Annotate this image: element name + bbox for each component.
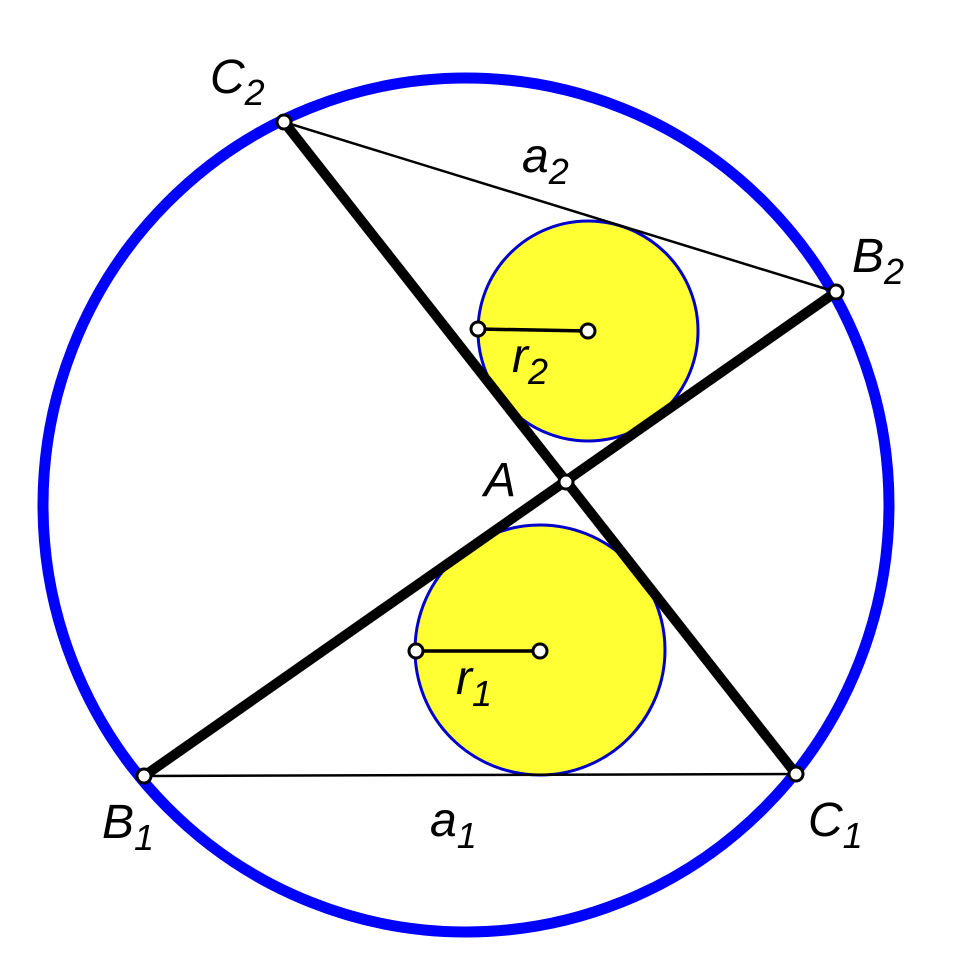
- label-r1: r1: [456, 652, 492, 714]
- label-C2: C2: [210, 51, 265, 113]
- label-r2: r2: [512, 330, 548, 392]
- label-C1: C1: [808, 794, 863, 856]
- point-B1: [135, 767, 153, 785]
- label-B1: B1: [102, 796, 154, 858]
- radius-r1-end: [407, 642, 425, 660]
- point-B2: [827, 283, 845, 301]
- point-A: [557, 473, 575, 491]
- label-a2: a2: [522, 130, 569, 192]
- radius-r2: [477, 327, 589, 333]
- radius-r2-end: [469, 320, 487, 338]
- chord-B1-B2: [141, 287, 839, 781]
- side-a1: [143, 772, 797, 778]
- side-a2: [283, 120, 837, 294]
- incenter-lower: [531, 642, 549, 660]
- circumcircle: [37, 72, 895, 938]
- label-a1: a1: [430, 794, 477, 856]
- chord-C2-C1: [280, 118, 800, 778]
- label-A: A: [481, 454, 516, 507]
- incenter-upper: [579, 322, 597, 340]
- point-C1: [787, 765, 805, 783]
- point-C2: [275, 113, 293, 131]
- label-B2: B2: [852, 230, 904, 292]
